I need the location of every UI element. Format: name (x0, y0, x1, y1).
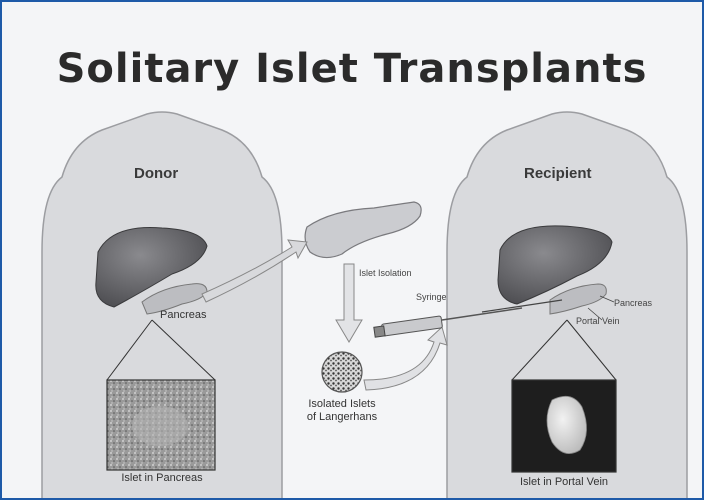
isolated-islets-line1: Isolated Islets (292, 398, 392, 411)
islet-isolation-label: Islet Isolation (359, 268, 412, 278)
islet-in-pancreas-caption: Islet in Pancreas (100, 472, 224, 485)
islet-in-portal-vein-caption: Islet in Portal Vein (502, 476, 626, 489)
recipient-pancreas-label: Pancreas (614, 298, 652, 308)
extracted-pancreas (305, 202, 421, 258)
page-title: Solitary Islet Transplants (2, 46, 702, 92)
portal-vein-label: Portal Vein (576, 316, 620, 326)
recipient-label: Recipient (524, 165, 592, 182)
isolated-islets-line2: of Langerhans (292, 411, 392, 424)
donor-pancreas-label: Pancreas (160, 309, 206, 321)
syringe-label: Syringe (416, 292, 447, 302)
isolated-islets-sphere (322, 352, 362, 392)
donor-label: Donor (134, 165, 178, 182)
isolated-islets-caption: Isolated Islets of Langerhans (292, 398, 392, 424)
